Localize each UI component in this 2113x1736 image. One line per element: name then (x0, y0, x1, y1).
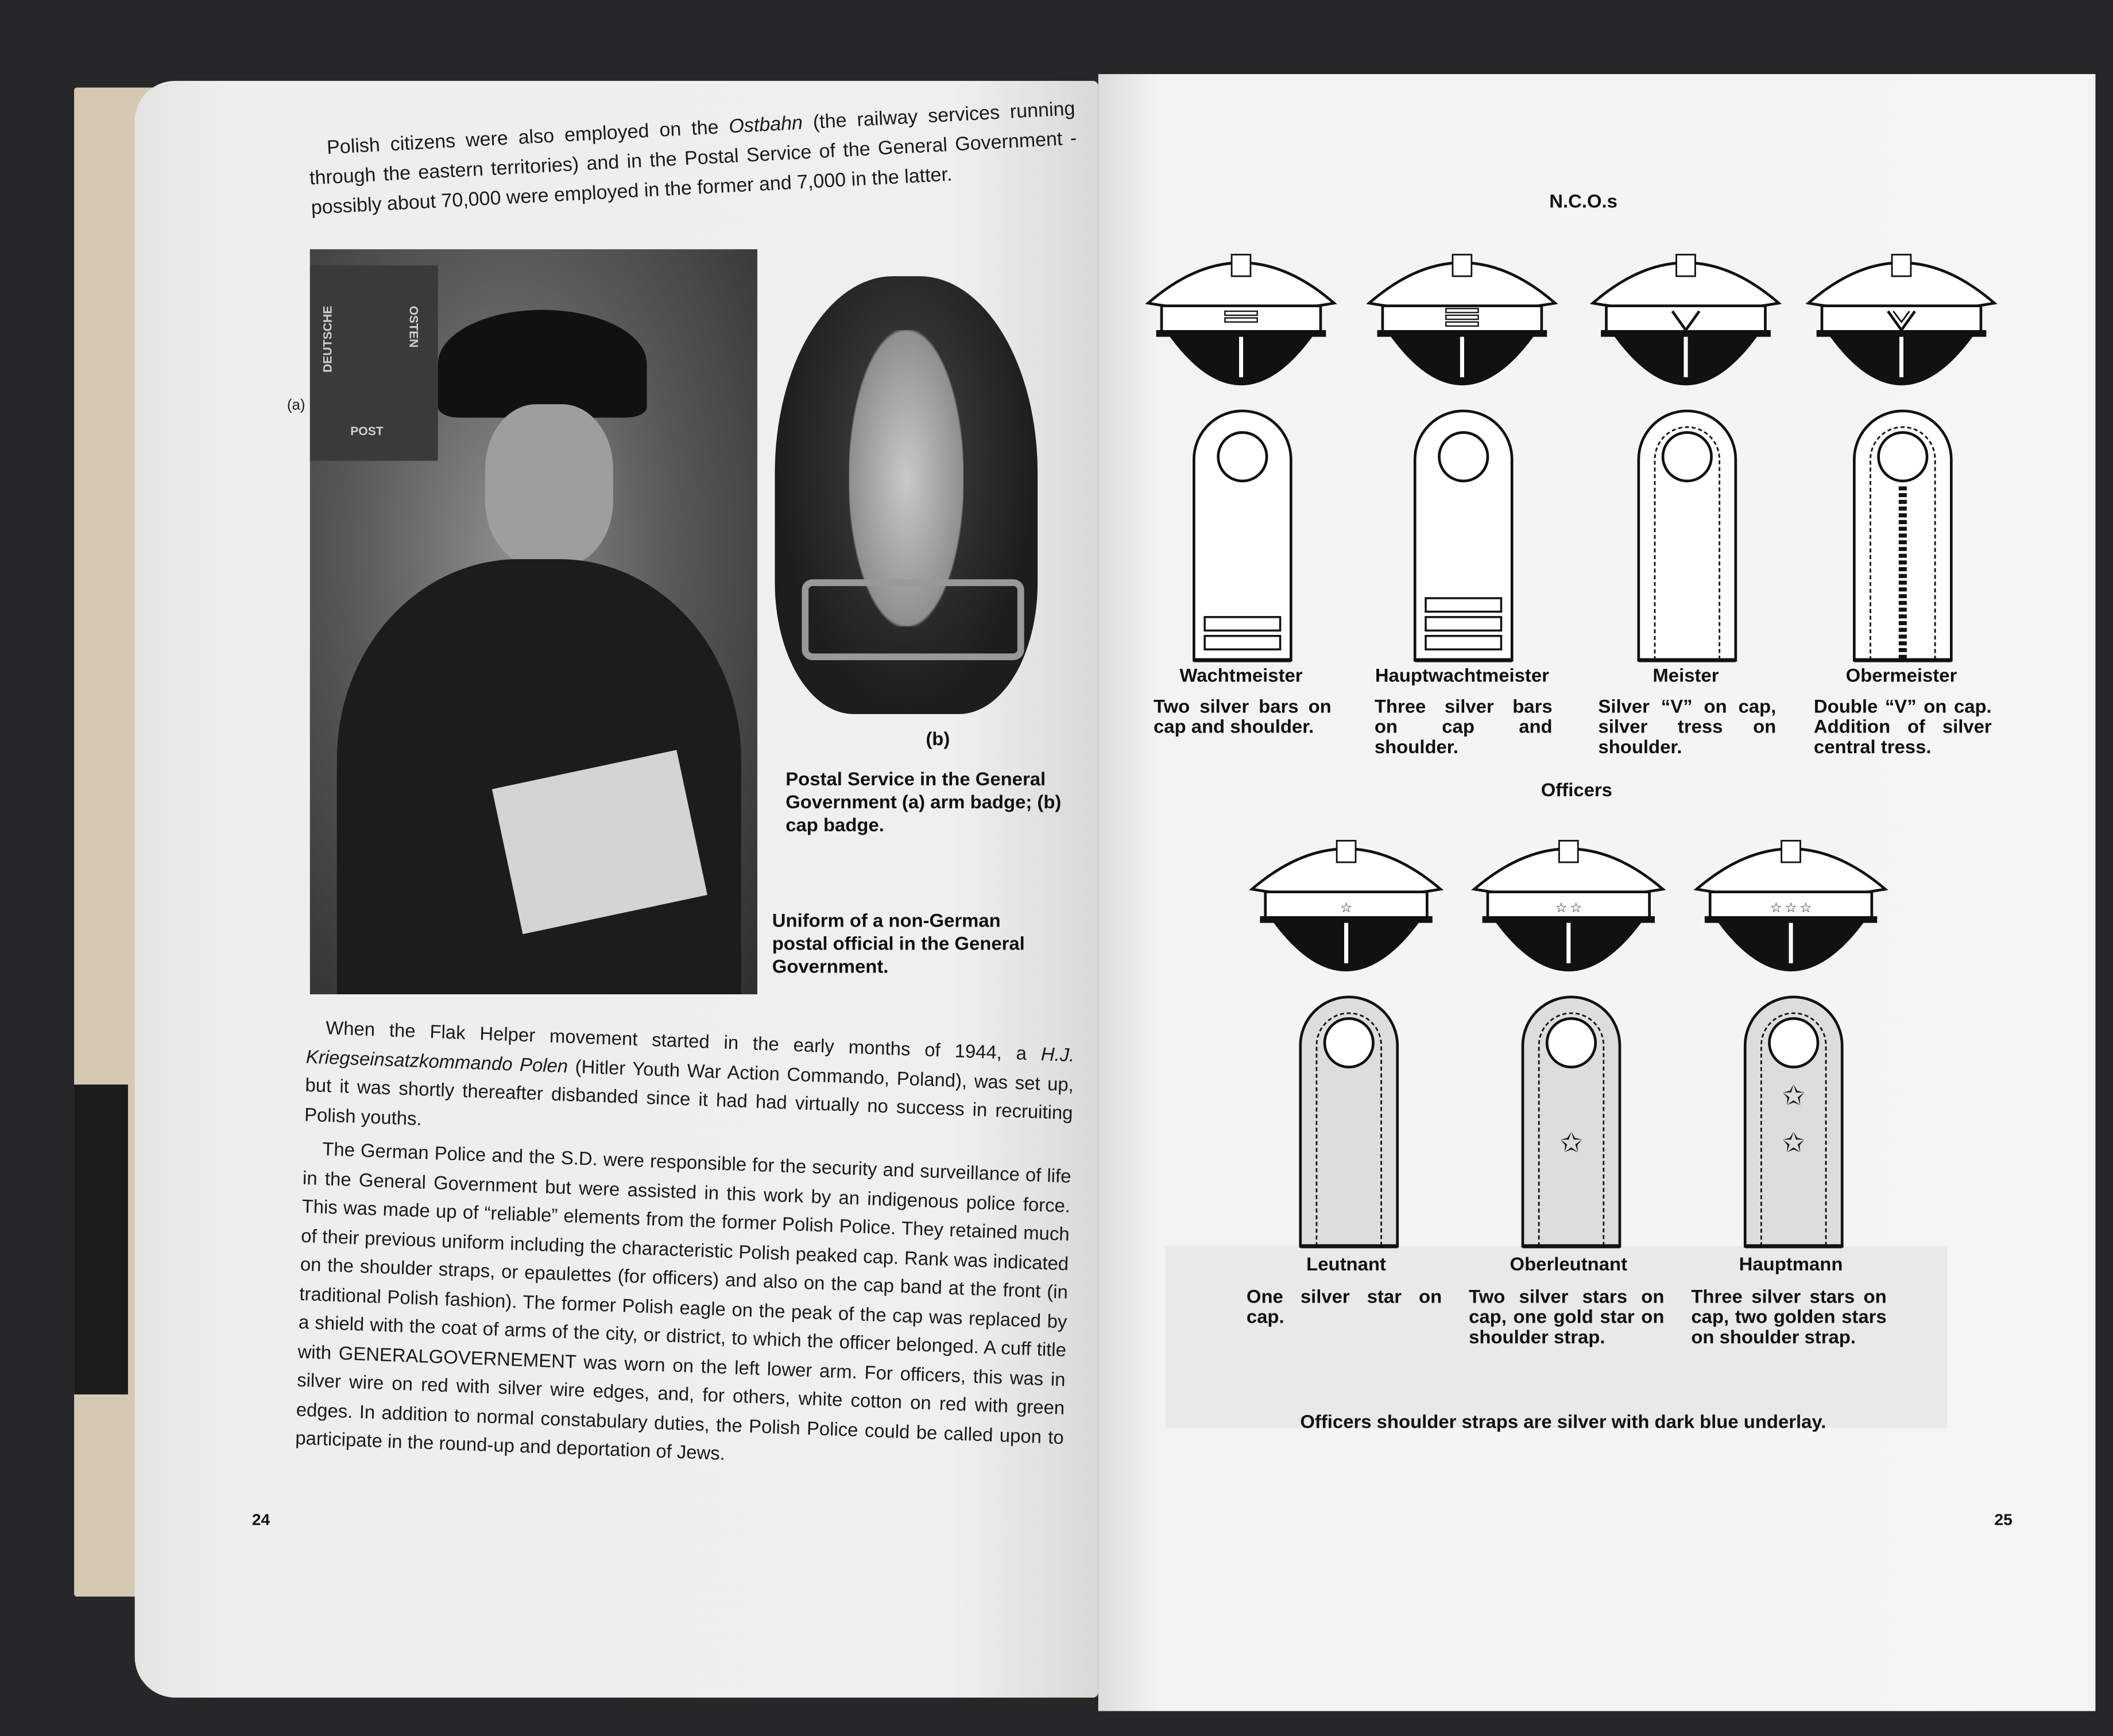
rank-description: Two silver stars on cap, one gold star o… (1469, 1285, 1665, 1347)
shoulder-strap-illustration (1299, 995, 1399, 1249)
body-text: When the Flak Helper movement started in… (295, 1013, 1075, 1486)
cap-illustration: ☆ (1248, 840, 1444, 972)
bar-mark (1445, 321, 1479, 327)
bar-mark (1425, 634, 1503, 650)
rank-label: Wachtmeister (1179, 664, 1303, 686)
rank-label: Meister (1653, 664, 1719, 686)
bar-mark (1224, 317, 1258, 323)
page-number-right: 25 (1994, 1510, 2013, 1529)
rank-label: Oberleutnant (1510, 1253, 1628, 1275)
rank-description: One silver star on cap. (1246, 1285, 1442, 1327)
star-icon: ☆ (1770, 900, 1782, 915)
nco-wachtmeister-insignia (1145, 254, 1337, 662)
v-mark (1671, 310, 1701, 333)
star-icon: ☆ (1555, 900, 1567, 915)
button-icon (1768, 1017, 1820, 1069)
nco-meister-insignia (1589, 254, 1782, 662)
badge-leaf (849, 330, 964, 627)
italic-term: Ostbahn (728, 113, 803, 138)
officer-oberleutnant-insignia: ☆☆ ✩ (1471, 840, 1666, 1249)
shoulder-strap-illustration (1193, 409, 1292, 662)
rank-description: Three silver bars on cap and shoulder. (1374, 695, 1553, 757)
label-a: (a) (287, 397, 305, 414)
rank-description: Double “V” on cap. Addition of silver ce… (1813, 695, 1992, 757)
label-b: (b) (926, 727, 950, 749)
shoulder-strap-illustration: ✩✩ (1743, 995, 1844, 1249)
nco-heading: N.C.O.s (1549, 189, 1617, 212)
cover-stripe (74, 1084, 128, 1395)
shield-icon (1452, 254, 1473, 277)
button-icon (1661, 431, 1713, 483)
bar-mark (1425, 597, 1503, 613)
shoulder-strap-illustration (1637, 409, 1737, 662)
background-band (1166, 1246, 1948, 1428)
rank-label: Obermeister (1845, 664, 1957, 686)
cap-shape (438, 309, 647, 418)
cap-illustration (1366, 254, 1558, 386)
shield-icon (1336, 840, 1357, 863)
button-icon (1545, 1017, 1597, 1069)
badge-caption: Postal Service in the General Government… (785, 768, 1062, 836)
photo-caption: Uniform of a non-German postal official … (772, 909, 1025, 977)
button-icon (1323, 1017, 1375, 1069)
cap-badge-image (775, 276, 1038, 714)
v-mark (1887, 310, 1916, 333)
postal-official-photo: DEUTSCHE OSTEN POST (309, 249, 757, 995)
button-icon (1217, 431, 1268, 483)
post-poster: DEUTSCHE OSTEN POST (309, 265, 438, 461)
officer-leutnant-insignia: ☆ (1248, 840, 1444, 1249)
footnote: Officers shoulder straps are silver with… (1300, 1410, 1826, 1432)
cap-illustration (1145, 254, 1337, 386)
button-icon (1438, 431, 1489, 483)
star-icon: ☆ (1785, 900, 1797, 915)
nco-hauptwachtmeister-insignia (1366, 254, 1558, 662)
cap-illustration: ☆☆☆ (1693, 840, 1888, 972)
poster-text: POST (350, 424, 384, 438)
rank-description: Three silver stars on cap, two golden st… (1691, 1285, 1887, 1347)
bar-mark (1203, 634, 1282, 650)
rank-label: Hauptmann (1739, 1253, 1843, 1275)
bar-mark (1203, 616, 1282, 632)
star-icon: ☆ (1799, 900, 1812, 915)
shoulder-strap-illustration: ✩ (1521, 995, 1621, 1249)
star-icon: ☆ (1570, 900, 1582, 915)
rank-description: Two silver bars on cap and shoulder. (1153, 695, 1332, 737)
paragraph: The German Police and the S.D. were resp… (295, 1137, 1071, 1464)
officers-heading: Officers (1541, 778, 1612, 801)
rank-label: Hauptwachtmeister (1375, 664, 1549, 686)
bar-mark (1445, 315, 1479, 320)
star-icon: ☆ (1340, 900, 1352, 915)
shield-icon (1781, 840, 1801, 863)
face-shape (485, 404, 613, 566)
bar-mark (1445, 308, 1479, 313)
star-icon: ✩ (1782, 1080, 1805, 1110)
page-number-left: 24 (251, 1510, 270, 1529)
cap-illustration: ☆☆ (1471, 840, 1666, 972)
cap-illustration (1805, 254, 1998, 386)
badge-horn (802, 579, 1024, 660)
poster-text: OSTEN (407, 305, 421, 348)
rank-description: Silver “V” on cap, silver tress on shoul… (1598, 695, 1777, 757)
shield-icon (1558, 840, 1579, 863)
poster-text: DEUTSCHE (320, 305, 335, 373)
shield-icon (1230, 254, 1252, 277)
shield-icon (1675, 254, 1696, 277)
shoulder-strap-illustration (1852, 409, 1953, 662)
cap-illustration (1589, 254, 1782, 386)
star-icon: ✩ (1560, 1128, 1582, 1158)
rank-label: Leutnant (1306, 1253, 1386, 1275)
shield-icon (1891, 254, 1912, 277)
bar-mark (1224, 310, 1258, 316)
shoulder-strap-illustration (1413, 409, 1514, 662)
bar-mark (1425, 616, 1503, 632)
button-icon (1877, 431, 1929, 483)
star-icon: ✩ (1782, 1128, 1805, 1158)
nco-obermeister-insignia (1805, 254, 1998, 662)
officer-hauptmann-insignia: ☆☆☆✩✩ (1693, 840, 1888, 1249)
